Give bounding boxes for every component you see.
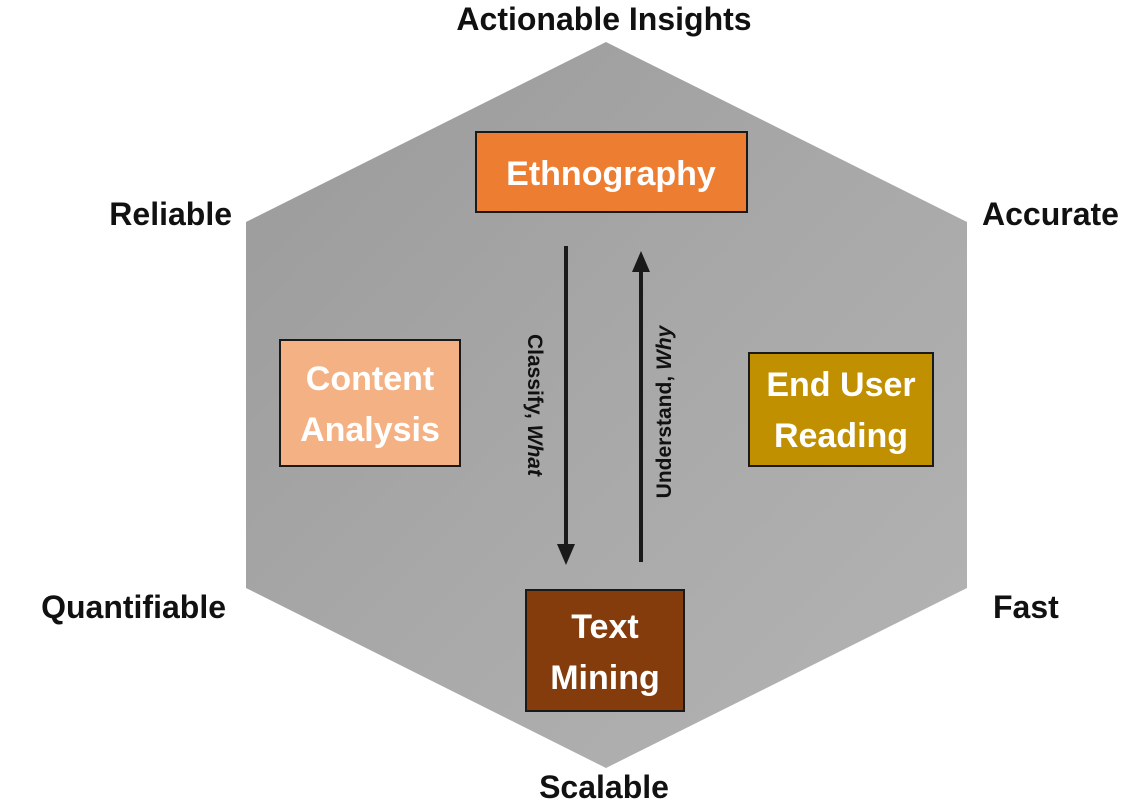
box-end-user-reading-line2: Reading bbox=[774, 417, 908, 455]
box-content-analysis-line1: Content bbox=[306, 360, 434, 398]
hexagon-background bbox=[246, 42, 967, 768]
arrow-understand-label-prefix: Understand, bbox=[653, 370, 676, 498]
arrow-understand-head-icon bbox=[632, 251, 650, 272]
box-end-user-reading-line1: End User bbox=[766, 366, 915, 404]
label-fast: Fast bbox=[993, 589, 1059, 625]
arrow-classify-label-emphasis: What bbox=[523, 425, 546, 477]
arrow-classify-head-icon bbox=[557, 544, 575, 565]
box-text-mining-line1: Text bbox=[571, 608, 638, 646]
label-actionable-insights: Actionable Insights bbox=[456, 1, 751, 37]
box-content-analysis-rect bbox=[279, 339, 461, 467]
box-ethnography-label: Ethnography bbox=[506, 155, 716, 193]
box-ethnography: Ethnography bbox=[475, 131, 748, 213]
arrow-understand-up bbox=[632, 251, 650, 562]
arrow-understand-label: Understand, Why bbox=[653, 324, 676, 498]
label-scalable: Scalable bbox=[539, 769, 669, 804]
label-quantifiable: Quantifiable bbox=[41, 589, 226, 625]
box-content-analysis: Content Analysis bbox=[279, 339, 461, 467]
box-content-analysis-line2: Analysis bbox=[300, 411, 440, 449]
arrow-classify-label-prefix: Classify, bbox=[523, 334, 546, 425]
box-end-user-reading: End User Reading bbox=[748, 352, 934, 467]
box-ethnography-rect bbox=[475, 131, 748, 213]
arrow-understand-label-emphasis: Why bbox=[653, 324, 676, 370]
box-text-mining-rect bbox=[525, 589, 685, 712]
label-accurate: Accurate bbox=[982, 196, 1119, 232]
box-text-mining: Text Mining bbox=[525, 589, 685, 712]
arrow-classify-label: Classify, What bbox=[523, 334, 546, 477]
box-end-user-reading-rect bbox=[748, 352, 934, 467]
arrow-classify-down bbox=[557, 246, 575, 565]
label-reliable: Reliable bbox=[109, 196, 232, 232]
box-text-mining-line2: Mining bbox=[550, 659, 660, 697]
